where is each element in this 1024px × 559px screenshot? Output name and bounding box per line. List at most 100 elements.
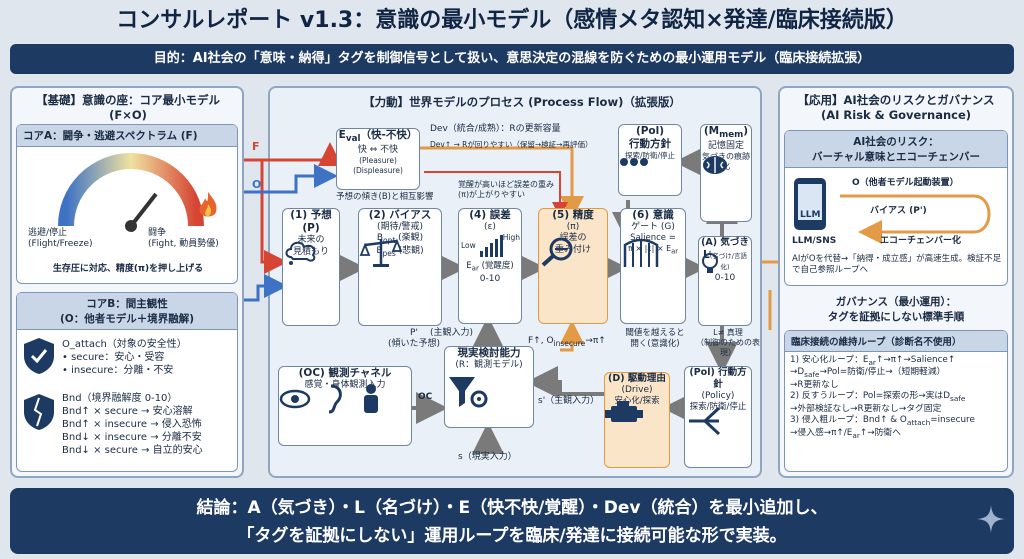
gate-icon [623, 239, 659, 268]
s-prime-label: s'（主観入力） [538, 396, 600, 406]
fight-label: 闘争 (Fight, 動員勢優) [148, 228, 238, 251]
n4-title2: (ε) [484, 222, 496, 233]
policy-title2: (Policy) [701, 390, 735, 401]
o-other-label: O（他者モデル起動装置） [852, 178, 959, 188]
drive-node: (D) 駆動理由 (Drive) 安心化/探索 [604, 372, 670, 468]
f-label: F [252, 140, 260, 153]
funnel-gear-icon [449, 377, 488, 408]
clinical-loop-title: 臨床接続の維持ループ（診断名不使用） [785, 331, 1007, 352]
p-prime-label: P' (傾いた予想) [387, 328, 441, 350]
n2-title: (2) バイアス [368, 209, 432, 221]
n1-caption2: 見積もり [292, 246, 329, 257]
n6-title2: ゲート (G) [631, 222, 675, 233]
left-header-line2: (F×O) [109, 108, 147, 122]
engine-icon [605, 401, 643, 423]
o-attach: O_attach（対象の安全性） [62, 339, 187, 350]
risk-title: AI社会のリスク： バーチャル意味とエコーチェンバー [785, 131, 1007, 168]
reality-title: 現実検討能力 [457, 347, 521, 359]
llm-label: LLM [800, 210, 821, 220]
core-b-title: コアB：間主観性 (O：他者モデル＋境界融解) [17, 293, 237, 330]
clinical-loop-list: 1) 安心化ループ：Ear↑→π↑→Salience↑ →Dsafe→Pol=防… [790, 355, 975, 440]
prediction-node: (1) 予想 (P) 未来の 見積もり [282, 208, 340, 326]
clinical-loop-box: 臨床接続の維持ループ（診断名不使用） 1) 安心化ループ：Ear↑→π↑→Sal… [784, 330, 1008, 472]
pol-top-title2: 行動方針 [629, 138, 671, 151]
l-not-truth-label: L≠ 真理 （制御のための表現） [696, 328, 760, 357]
n6-title: (6) 意識 [632, 209, 674, 221]
bnd-title: Bnd（境界融解度 0-10） [62, 393, 178, 404]
observation-channel-node: (OC) 観測チャネル 感覚・身体観測入力 [278, 366, 412, 446]
bnd-row: Bnd↓ × secure → 自立的安心 [62, 445, 203, 456]
n5-title: (5) 精度 [552, 209, 594, 221]
brain-icon [703, 156, 727, 175]
s-input-label: s（現実入力） [458, 452, 517, 462]
n4-range: 0-10 [479, 273, 501, 284]
pol-top-title: (Pol) [635, 125, 665, 137]
left-panel-header: 【基礎】意識の座：コア最小モデル (F×O) [18, 92, 238, 122]
senses-icons [279, 384, 378, 414]
broken-shield-icon [24, 394, 54, 430]
awareness-node: (A) 気づき L(名づけ/言語化) 0-10 [698, 236, 752, 326]
bnd-row: Bnd↑ × secure → 安心溶解 [62, 406, 193, 417]
governance-title: ガバナンス（最小運用）： タグを証拠にしない標準手順 [827, 296, 965, 323]
o-label: O [252, 178, 262, 191]
fight-label-2: (Fight, 動員勢優) [148, 239, 219, 250]
lightbulb-icon [702, 250, 718, 273]
risk-note: AIがOを代替→「納得・成立感」が高速生成。検証不足で自己参照ループへ [792, 254, 1002, 275]
bias-p-label: バイアス (P') [870, 206, 927, 216]
n4-low: Low [461, 241, 476, 251]
bnd-row: Bnd↓ × insecure → 分離不安 [62, 432, 202, 443]
n5-caption: 誤差の [559, 233, 587, 244]
bars-icon [480, 235, 503, 258]
flight-label-2: (Flight/Freeze) [28, 239, 93, 250]
phone-icon [794, 178, 826, 230]
pol-top-node: (Pol) 行動方針 探索/防衛/停止 [618, 124, 682, 196]
fight-label-1: 闘争 [148, 228, 167, 238]
eval-title: Eval（快-不快） [338, 129, 418, 145]
dev-line2: Dev↑ → Rが回りやすい（保留→検証→再評価） [430, 140, 593, 149]
bias-node: (2) バイアス (期待/警戒) Bopt (楽観) Bpes (悲観) [358, 208, 442, 326]
memory-title3: 記憶固定 [707, 141, 744, 152]
page-title: コンサルレポート v1.3：意識の最小モデル（感情メタ認知×発達/臨床接続版） [116, 8, 908, 33]
bnd-block: Bnd（境界融解度 0-10） Bnd↑ × secure → 安心溶解 Bnd… [62, 392, 236, 457]
core-a-caption: 生存圧に対応、精度(π)を押し上げる [52, 264, 204, 274]
drive-caption: 安心化/探索 [614, 396, 660, 407]
oc-caption: 感覚・身体観測入力 [304, 380, 386, 391]
subjective-input-label: (主観入力) [430, 328, 474, 338]
core-a-box: コアA：闘争・逃避スペクトラム (F) [16, 124, 238, 284]
memory-title: (Mmem) [703, 125, 749, 141]
reality-title2: (R：観測モデル) [455, 360, 523, 371]
nA-title: (A) 気づき [701, 237, 749, 248]
b-pes: B [376, 245, 383, 256]
conclusion-line1: 結論：A（気づき）・L（名づけ）・E（快不快/覚醒）・Dev（統合）を最小追加し… [196, 498, 828, 518]
oc-arrow-label: OC [418, 392, 433, 402]
right-header-2: (AI Risk & Governance) [820, 108, 972, 122]
scales-icon [359, 238, 403, 268]
core-b-box: コアB：間主観性 (O：他者モデル＋境界融解) [16, 292, 238, 472]
eval-pleasure: (Pleasure) [359, 156, 397, 166]
arousal-note: 覚醒が高いほど誤差の重み(π)が上がりやすい [458, 180, 554, 199]
thought-cloud-icon [285, 242, 316, 266]
b-opt: B [376, 233, 383, 244]
pol-top-caption: 探索/防衛/停止 [624, 151, 676, 161]
right-panel-header: 【応用】AI社会のリスクとガバナンス (AI Risk & Governance… [784, 92, 1008, 122]
left-header-line1: 【基礎】意識の座：コア最小モデル [36, 93, 220, 107]
flight-label-1: 逃避/停止 [28, 228, 68, 238]
n4-high: High [502, 233, 520, 243]
fight-flight-gauge [58, 153, 204, 232]
n1-title2: (P) [302, 222, 320, 235]
drive-title: (D) 駆動理由 [608, 373, 666, 384]
magnifier-icon [541, 237, 573, 267]
conclusion-banner: 結論：A（気づき）・L（名づけ）・E（快不快/覚醒）・Dev（統合）を最小追加し… [10, 488, 1014, 554]
flame-icon [199, 192, 217, 217]
memory-node: (Mmem) 記憶固定 気づきの痕跡化 [700, 124, 752, 222]
threshold-label: 閾値を越えると 開く(意識化) [625, 328, 685, 349]
n5-title2: (π) [566, 222, 580, 233]
eval-fukai: 不快 [380, 145, 399, 156]
core-a-title: コアA：闘争・逃避スペクトラム (F) [17, 125, 237, 147]
precision-node: (5) 精度 (π) 誤差の 重み付け [538, 208, 608, 324]
sparkle-icon [977, 505, 1005, 533]
error-node: (4) 誤差 (ε) Low High Ear (覚醒度) 0-10 [458, 208, 522, 324]
eval-kai: 快 [357, 145, 367, 156]
o-attach-block: O_attach（対象の安全性） • secure：安心・受容 • insecu… [62, 338, 234, 377]
n1-title: (1) 予想 [290, 209, 332, 221]
